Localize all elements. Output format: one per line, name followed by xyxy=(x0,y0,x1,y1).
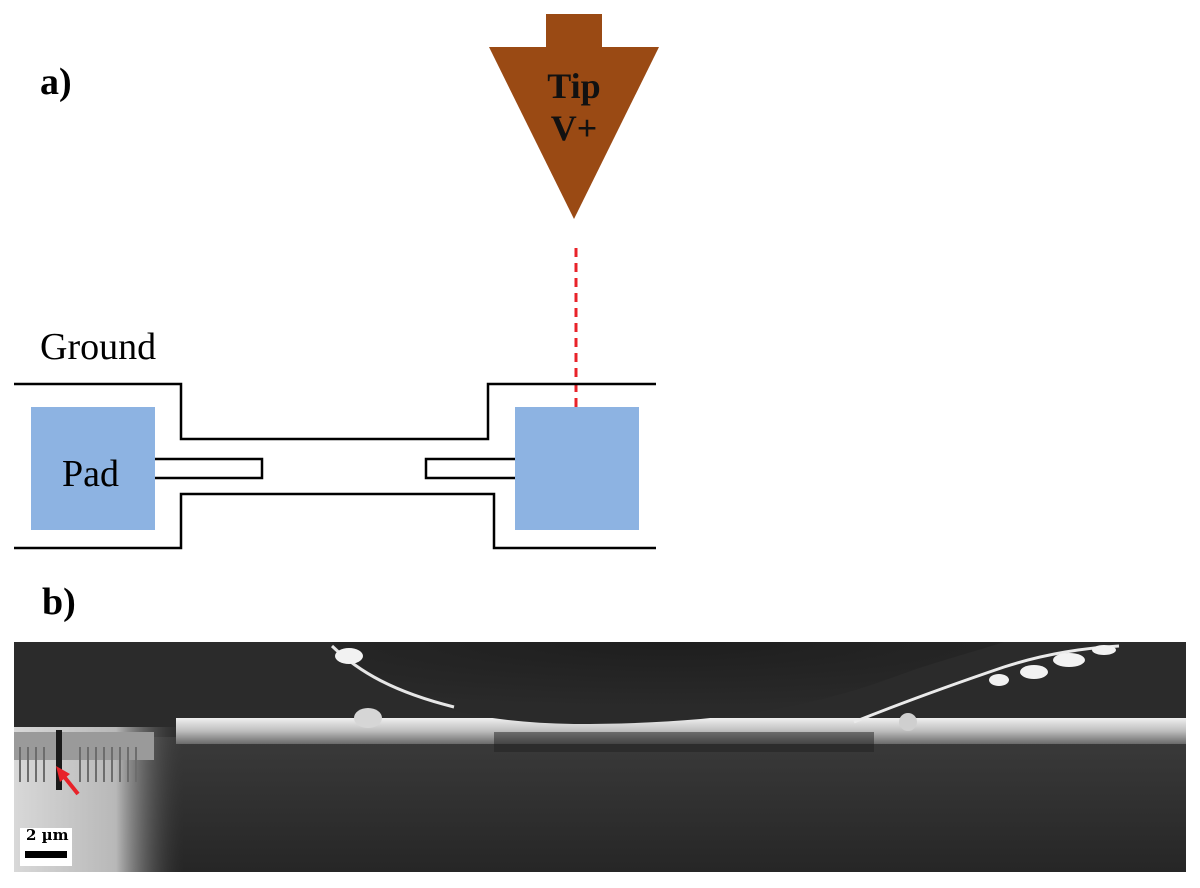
tip-voltage-label: V+ xyxy=(550,108,598,148)
sem-probe-tip xyxy=(332,642,1004,724)
scale-bar-label: 2 µm xyxy=(26,826,69,844)
comb-structure xyxy=(14,730,154,790)
red-pointer-arrow xyxy=(56,766,80,796)
sem-bump-left xyxy=(354,708,382,728)
panel-a-label: a) xyxy=(40,61,72,103)
probe-tip xyxy=(489,14,659,219)
left-pad xyxy=(31,407,155,530)
tip-label: Tip xyxy=(547,66,601,106)
beam-right xyxy=(424,457,515,480)
pad-label: Pad xyxy=(62,453,119,495)
ground-outline xyxy=(14,382,656,550)
sem-image xyxy=(14,642,1186,872)
sem-bump-right xyxy=(899,713,917,731)
beam-left xyxy=(155,457,264,480)
scale-bar xyxy=(20,828,72,866)
ground-label: Ground xyxy=(40,326,157,368)
right-pad xyxy=(515,407,639,530)
panel-b-label: b) xyxy=(42,581,76,623)
